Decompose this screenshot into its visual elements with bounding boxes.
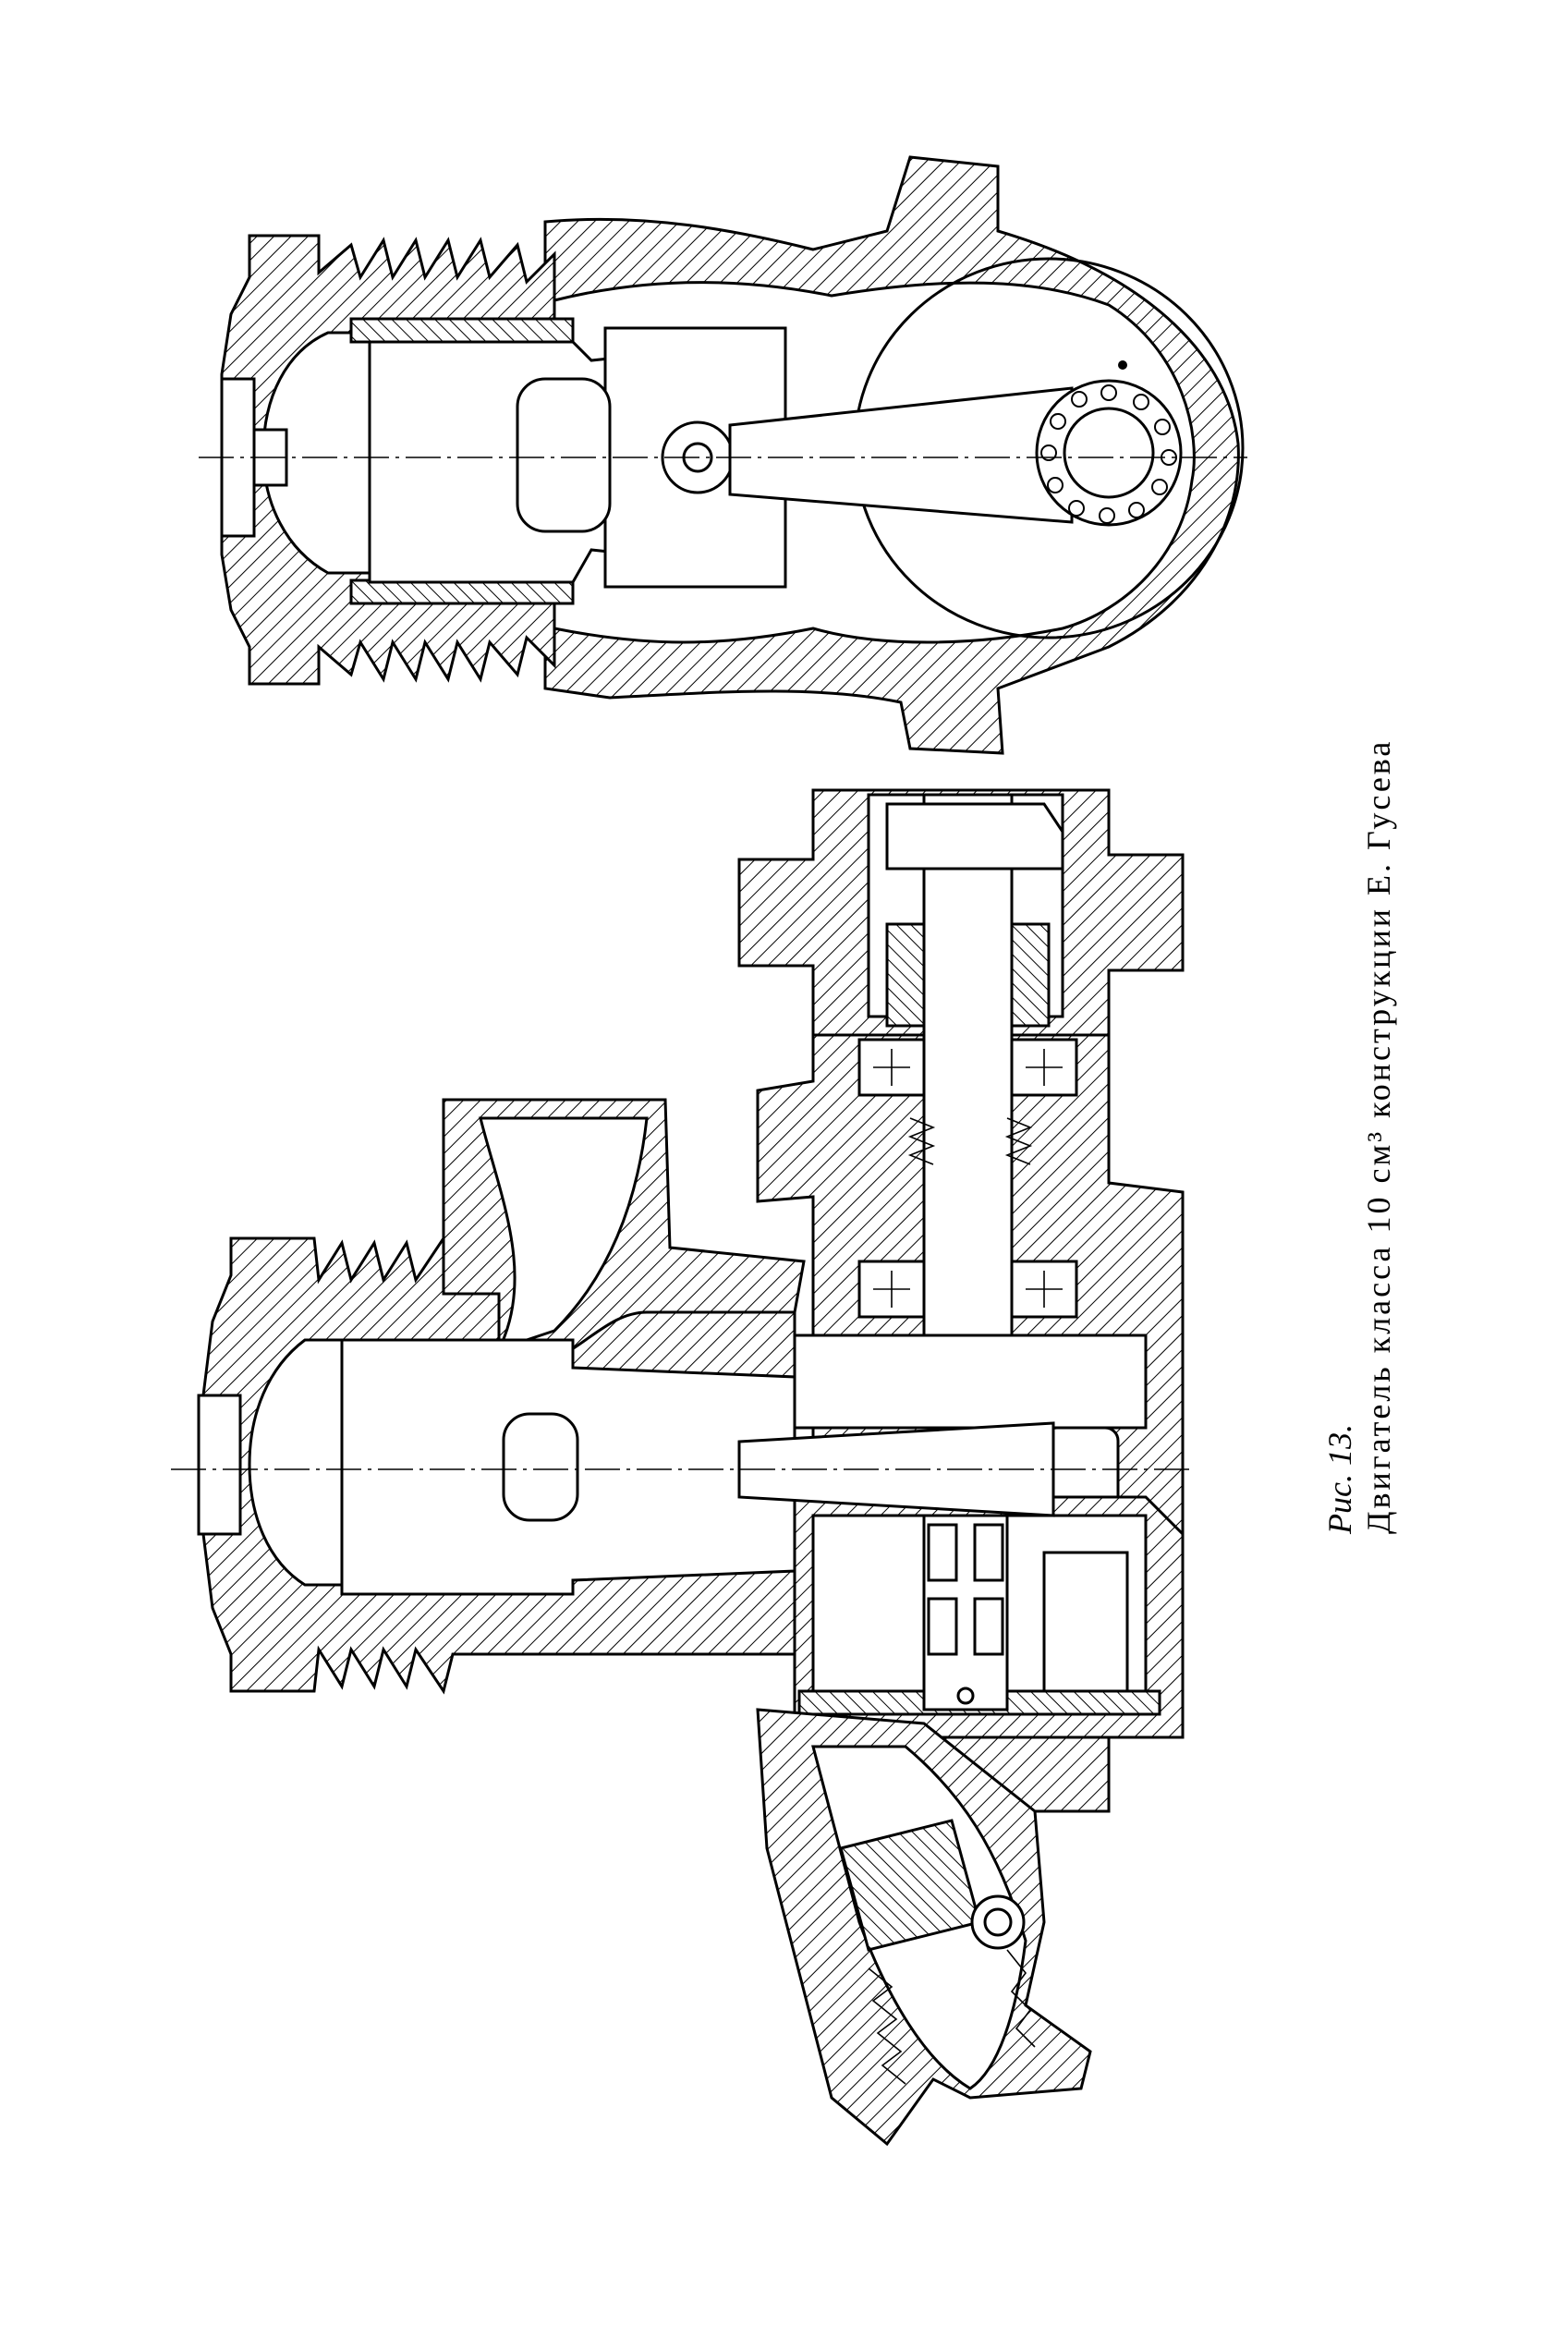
needle-valve-hole xyxy=(983,1907,1013,1937)
rear-needle-bearing xyxy=(922,1514,1009,1711)
transfer-channel xyxy=(479,1116,649,1352)
connecting-rod xyxy=(728,386,1074,524)
cylinder-liner-bottom xyxy=(349,578,575,605)
front-combustion-chamber xyxy=(248,1338,344,1587)
needle-rollers xyxy=(1040,384,1177,524)
front-bearing xyxy=(857,1038,1078,1097)
figure-title: Двигатель класса 10 см³ конструкции Е. Г… xyxy=(1360,739,1397,1534)
rear-housing-block xyxy=(1042,1551,1129,1693)
shaft-dot xyxy=(1118,360,1127,370)
crankpin xyxy=(1063,407,1155,499)
front-piston-window xyxy=(502,1412,579,1522)
front-glow-plug xyxy=(197,1394,242,1536)
figure-label: Рис. 13. xyxy=(1321,1424,1358,1535)
bearing-spring xyxy=(907,1117,1033,1165)
cylinder-liner-top xyxy=(349,317,575,344)
shaft-head xyxy=(885,802,1064,871)
figure-caption: Рис. 13. Двигатель класса 10 см³ констру… xyxy=(1321,739,1397,1535)
prop-cone xyxy=(885,922,926,1028)
engine-front-section xyxy=(171,788,1192,2147)
crankshaft xyxy=(922,793,1014,1342)
piston-skirt-window xyxy=(516,377,612,533)
crank-web xyxy=(793,1333,1148,1430)
intake-flutes xyxy=(868,1949,1036,2085)
rear-bearing xyxy=(857,1260,1078,1319)
engine-side-section xyxy=(199,155,1247,755)
prop-cone-right xyxy=(1010,922,1051,1028)
